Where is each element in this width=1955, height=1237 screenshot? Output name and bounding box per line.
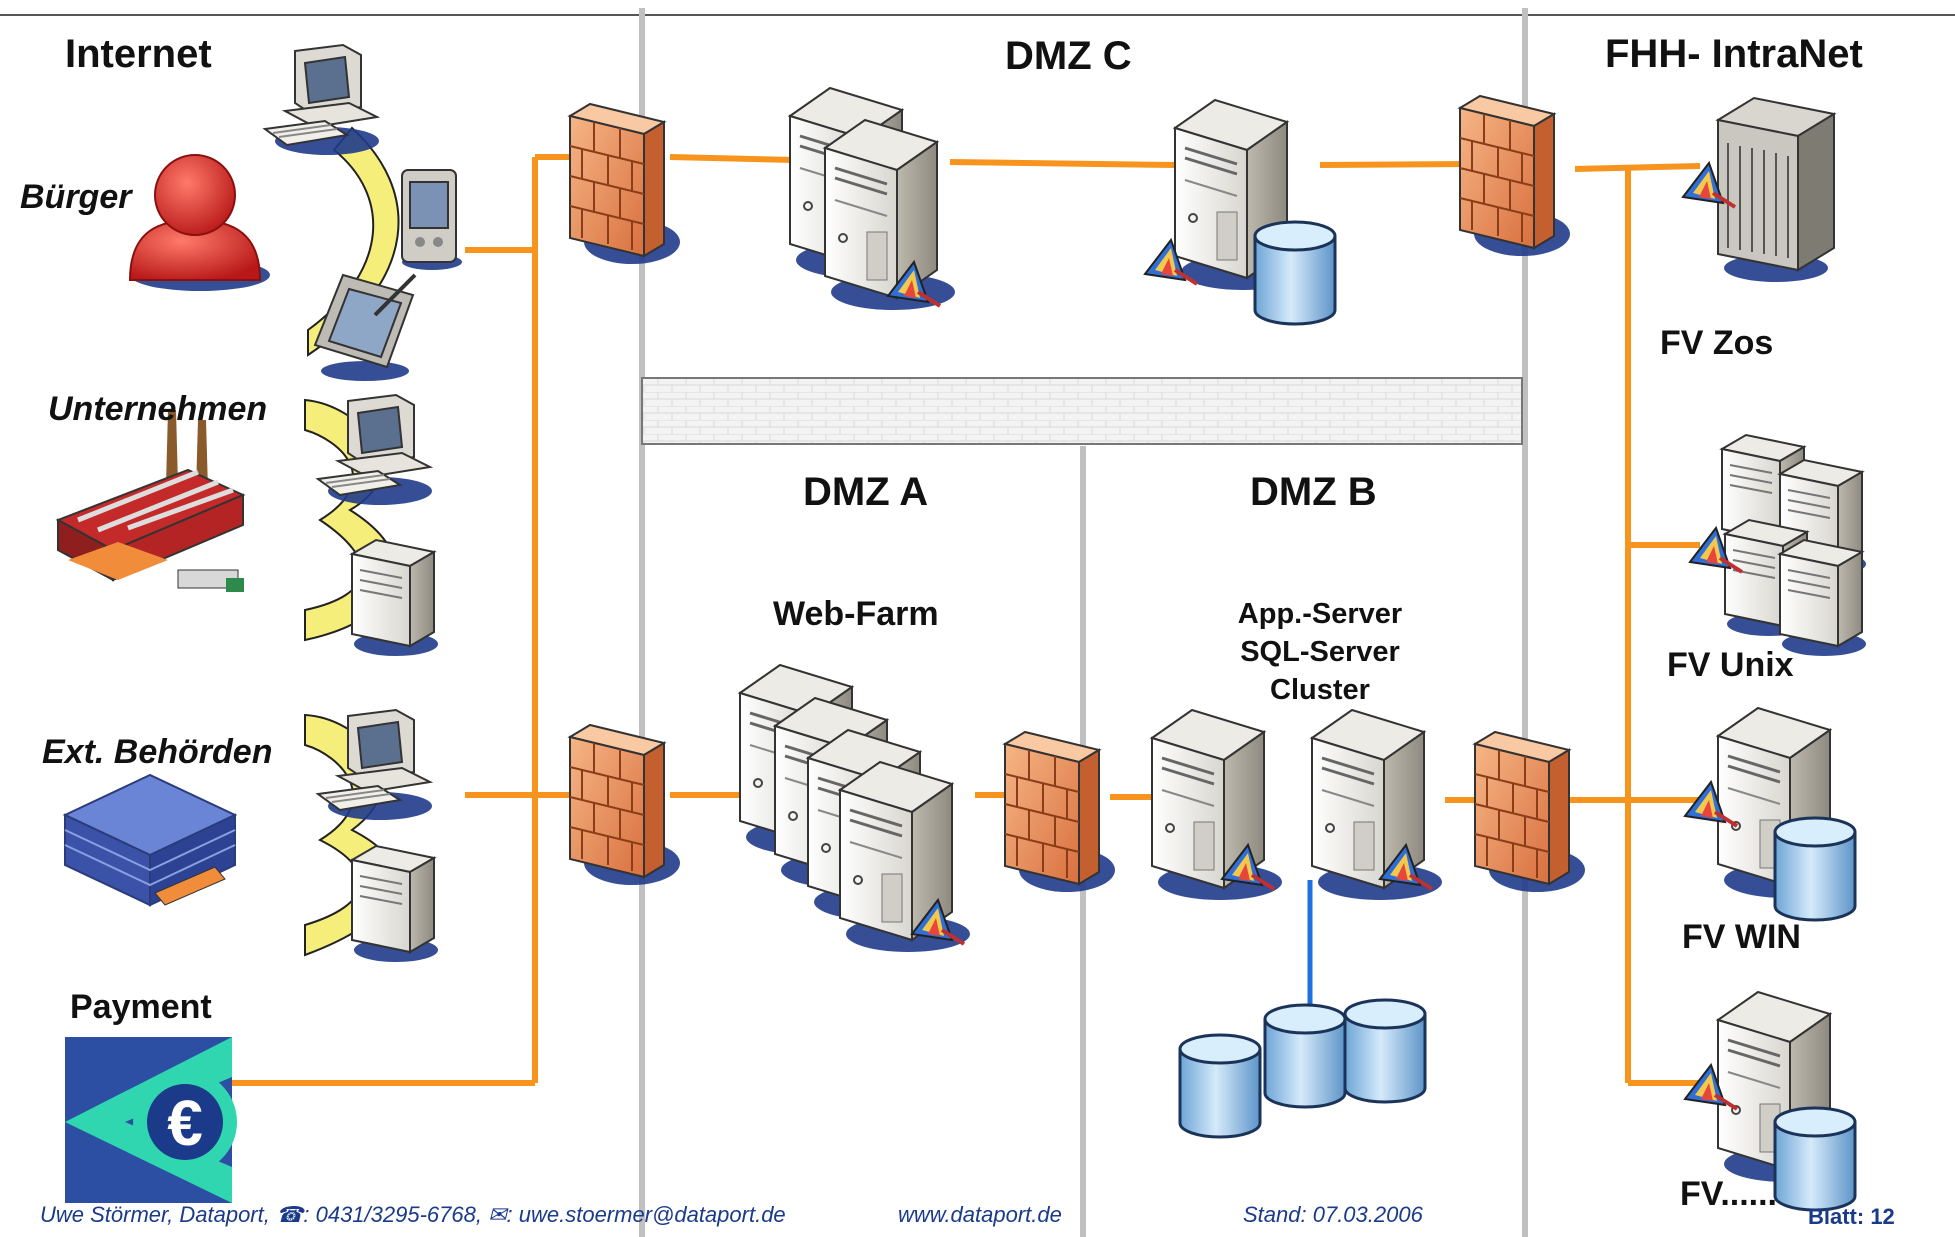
database-icon <box>1178 1033 1262 1139</box>
database-icon <box>1263 1003 1347 1109</box>
zone-title-internet: Internet <box>65 32 212 76</box>
server-icon <box>1310 708 1444 902</box>
firewall-icon <box>569 103 681 265</box>
intranet-system-label: FV Unix <box>1667 646 1794 684</box>
database-icon <box>1253 220 1337 326</box>
cluster-line: Cluster <box>1270 674 1370 706</box>
server-icon <box>823 118 957 312</box>
payment-euro-icon: € <box>65 1037 237 1203</box>
firewall-icon <box>569 724 681 886</box>
footer-date: Stand: 07.03.2006 <box>1243 1202 1423 1227</box>
database-icon <box>1773 1106 1857 1212</box>
tablet-icon <box>313 273 417 381</box>
sql-server-line: SQL-Server <box>1240 636 1400 668</box>
zone-title-dmz-c: DMZ C <box>1005 34 1132 78</box>
web-farm-label: Web-Farm <box>773 595 939 633</box>
actor-label-buerger: Bürger <box>20 178 132 216</box>
zone-title-dmz-a: DMZ A <box>803 470 929 514</box>
mainframe-icon <box>1715 96 1837 282</box>
zone-title-intranet: FHH- IntraNet <box>1605 32 1863 76</box>
tower-pc-icon <box>351 845 439 963</box>
server-icon <box>1150 708 1284 902</box>
actor-label-payment: Payment <box>70 988 212 1026</box>
building-icon <box>62 773 238 907</box>
footer-author: Uwe Störmer, Dataport, ☎: 0431/3295-6768… <box>40 1202 786 1227</box>
actor-label-unternehmen: Unternehmen <box>48 390 268 428</box>
intranet-system-label: FV...... <box>1680 1175 1778 1213</box>
footer-website[interactable]: www.dataport.de <box>898 1202 1062 1227</box>
firewall-icon <box>1004 731 1116 893</box>
firewall-icon <box>1474 731 1586 893</box>
pda-icon <box>401 169 462 270</box>
database-icon <box>1773 816 1857 922</box>
intranet-system-label: FV Zos <box>1660 324 1774 362</box>
connections <box>232 154 1701 1086</box>
zone-title-dmz-b: DMZ B <box>1250 470 1377 514</box>
tower-pc-icon <box>351 539 439 657</box>
app-server-label: App.-Server SQL-Server Cluster <box>1210 595 1430 709</box>
footer-page-number: Blatt: 12 <box>1808 1204 1895 1229</box>
server-icon <box>838 760 972 954</box>
svg-text:€: € <box>167 1087 203 1159</box>
actor-label-behoerden: Ext. Behörden <box>42 733 273 771</box>
factory-icon <box>55 410 246 592</box>
desktop-pc-icon <box>264 44 380 156</box>
person-icon <box>128 154 270 291</box>
app-server-line: App.-Server <box>1237 598 1403 630</box>
database-icon <box>1343 998 1427 1104</box>
firewall-icon <box>1459 95 1571 257</box>
intranet-system-label: FV WIN <box>1682 918 1801 956</box>
dmz-wall <box>641 377 1523 445</box>
server-icon <box>1779 539 1867 657</box>
